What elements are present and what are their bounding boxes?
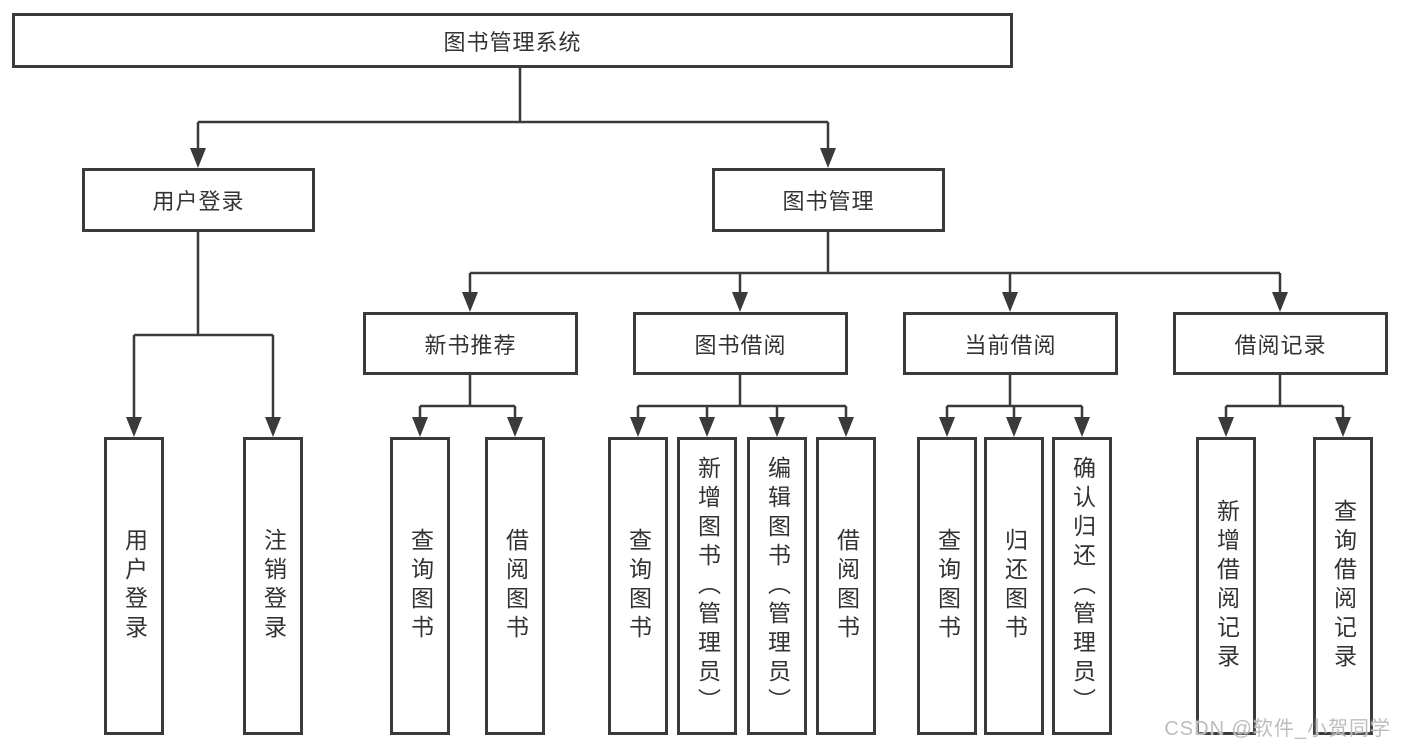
node-borrow-records-label: 借阅记录: [1234, 332, 1327, 358]
leaf-edit-book-admin-label: 编辑图书（管理员）: [764, 455, 791, 717]
leaf-add-borrow-record-label: 新增借阅记录: [1213, 499, 1240, 673]
node-user-login-label: 用户登录: [152, 189, 245, 214]
leaf-edit-book-admin: 编辑图书（管理员）: [747, 437, 807, 735]
leaf-query-books-borrow: 查询图书: [608, 437, 668, 735]
node-book-management: 图书管理: [712, 168, 945, 232]
leaf-query-books-recommend-label: 查询图书: [407, 528, 434, 644]
leaf-query-books-current-label: 查询图书: [934, 528, 961, 644]
node-root: 图书管理系统: [12, 13, 1013, 68]
node-user-login: 用户登录: [82, 168, 315, 232]
leaf-add-book-admin: 新增图书（管理员）: [677, 437, 737, 735]
leaf-return-book-label: 归还图书: [1001, 528, 1028, 644]
leaf-user-login: 用户登录: [104, 437, 164, 735]
leaf-confirm-return-admin-label: 确认归还（管理员）: [1069, 455, 1096, 717]
node-current-borrow-label: 当前借阅: [964, 332, 1057, 358]
node-book-management-label: 图书管理: [782, 189, 875, 214]
leaf-query-books-current: 查询图书: [917, 437, 977, 735]
leaf-borrow-books-label: 借阅图书: [833, 528, 860, 644]
leaf-add-book-admin-label: 新增图书（管理员）: [694, 455, 721, 717]
node-current-borrow: 当前借阅: [903, 312, 1118, 375]
leaf-borrow-books-recommend: 借阅图书: [485, 437, 545, 735]
leaf-query-books-borrow-label: 查询图书: [625, 528, 652, 644]
leaf-borrow-books: 借阅图书: [816, 437, 876, 735]
leaf-return-book: 归还图书: [984, 437, 1044, 735]
node-new-book-recommend-label: 新书推荐: [424, 332, 517, 358]
leaf-logout-label: 注销登录: [260, 528, 287, 644]
leaf-query-books-recommend: 查询图书: [390, 437, 450, 735]
node-root-label: 图书管理系统: [443, 29, 582, 55]
node-book-borrow-label: 图书借阅: [694, 332, 787, 358]
node-new-book-recommend: 新书推荐: [363, 312, 578, 375]
leaf-query-borrow-record-label: 查询借阅记录: [1330, 499, 1357, 673]
watermark: CSDN @软件_小贺同学: [1164, 718, 1391, 740]
leaf-logout: 注销登录: [243, 437, 303, 735]
leaf-query-borrow-record: 查询借阅记录: [1313, 437, 1373, 735]
leaf-borrow-books-recommend-label: 借阅图书: [502, 528, 529, 644]
node-book-borrow: 图书借阅: [633, 312, 848, 375]
leaf-confirm-return-admin: 确认归还（管理员）: [1052, 437, 1112, 735]
node-borrow-records: 借阅记录: [1173, 312, 1388, 375]
leaf-add-borrow-record: 新增借阅记录: [1196, 437, 1256, 735]
leaf-user-login-label: 用户登录: [121, 528, 148, 644]
